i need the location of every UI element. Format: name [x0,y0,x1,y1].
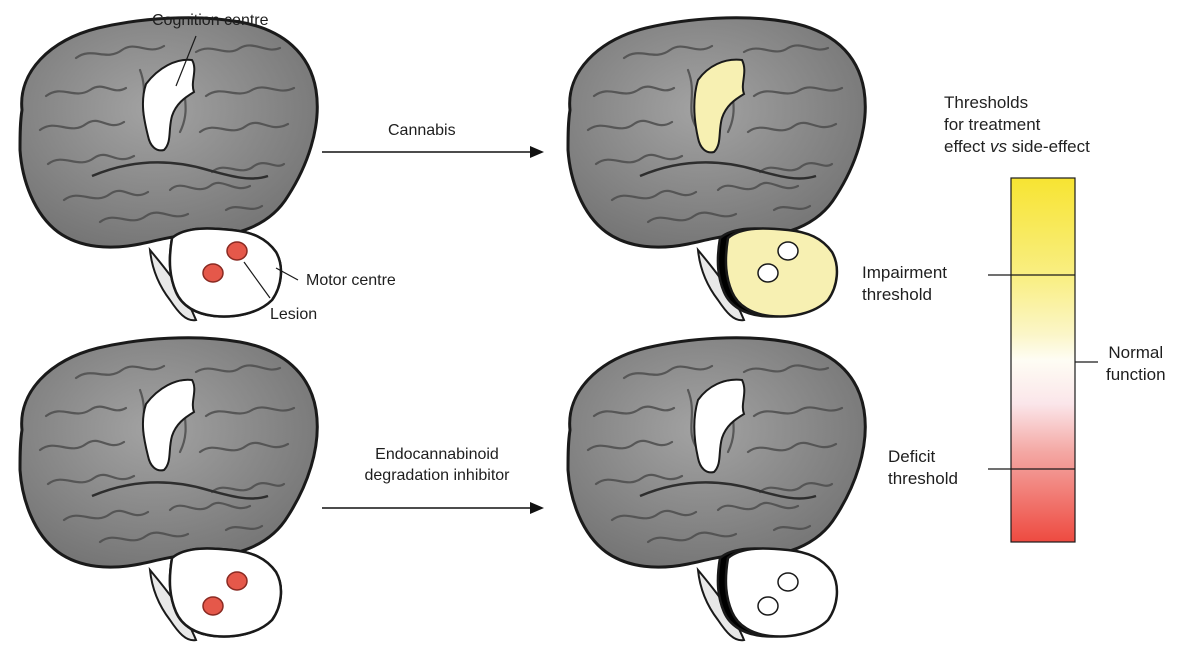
deficit-line1: Deficit [888,446,958,468]
scale-title: Thresholds for treatment effect vs side-… [944,92,1090,158]
motor-centre-region [170,548,281,636]
normal-line2: function [1106,364,1166,386]
lesion-dot [778,573,798,591]
scale-title-line2: for treatment [944,114,1090,136]
lesion-dot [758,597,778,615]
brain-bottom-left [20,338,317,641]
lesion-dot [758,264,778,282]
lesion-label: Lesion [270,304,317,325]
cognition-centre-label: Cognition centre [152,10,269,31]
scale-title-line3: effect vs side-effect [944,136,1090,158]
cannabis-label: Cannabis [388,120,456,141]
lesion-dot [203,264,223,282]
impairment-threshold-label: Impairment threshold [862,262,947,306]
deficit-line2: threshold [888,468,958,490]
brain-bottom-right [568,338,865,641]
brain-top-left [20,18,317,321]
motor-centre-region [170,228,281,316]
brain-top-right [568,18,865,321]
motor-centre-label: Motor centre [306,270,396,291]
normal-function-label: Normal function [1106,342,1166,386]
arrow-cannabis [322,146,544,158]
motor-centre-region [726,548,837,636]
inhibitor-label-line2: degradation inhibitor [342,465,532,486]
motor-centre-region [726,228,837,316]
inhibitor-label-line1: Endocannabinoid [342,444,532,465]
scale-title-side-effect: side-effect [1007,137,1090,156]
impairment-line2: threshold [862,284,947,306]
impairment-line1: Impairment [862,262,947,284]
arrow-inhibitor [322,502,544,514]
lesion-dot [203,597,223,615]
scale-title-vs: vs [990,137,1007,156]
lesion-dot [227,242,247,260]
normal-line1: Normal [1106,342,1166,364]
scale-title-effect: effect [944,137,990,156]
lesion-dot [778,242,798,260]
lesion-dot [227,572,247,590]
threshold-scale-bar [1011,178,1075,542]
deficit-threshold-label: Deficit threshold [888,446,958,490]
scale-title-line1: Thresholds [944,92,1090,114]
inhibitor-label: Endocannabinoid degradation inhibitor [342,444,532,486]
